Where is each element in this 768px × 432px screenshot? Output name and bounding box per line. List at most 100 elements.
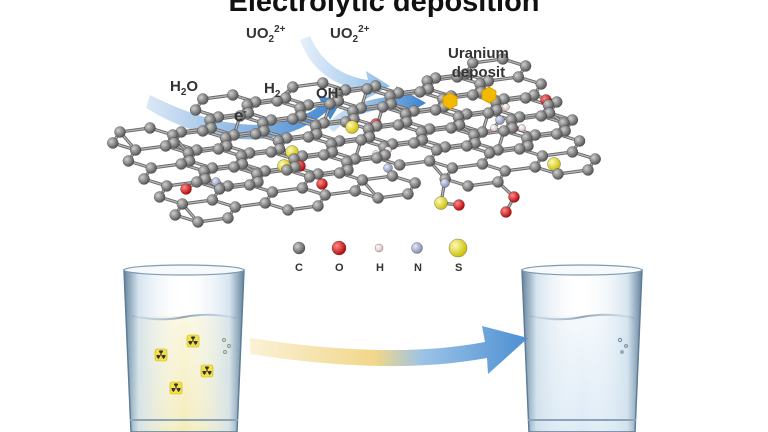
atom-c — [482, 107, 495, 119]
legend-ball-c — [292, 241, 306, 255]
atom-c — [197, 125, 209, 137]
atom-c — [573, 135, 586, 147]
diagram-title: Electrolytic deposition — [228, 0, 540, 18]
electron-arrow — [146, 95, 342, 140]
atom-c — [431, 144, 443, 156]
atom-c — [317, 77, 329, 89]
atom-o — [180, 183, 192, 195]
atom-c — [446, 162, 459, 174]
atom-c — [265, 146, 277, 158]
atom-c — [227, 89, 239, 101]
atom-c — [213, 183, 226, 195]
atom-c — [271, 95, 283, 107]
atom-c — [536, 150, 549, 162]
atom-c — [281, 164, 293, 176]
atom-legend — [292, 238, 468, 258]
atom-h — [518, 124, 526, 132]
radiation-badges — [154, 334, 231, 395]
contaminated-water-glass — [123, 264, 245, 432]
radiation-trefoil-icon — [186, 334, 200, 348]
atom-c — [287, 81, 299, 93]
atom-c — [371, 152, 383, 164]
treatment-arrow — [250, 326, 528, 374]
atom-c — [318, 149, 330, 161]
atom-c — [409, 177, 421, 189]
atom-c — [476, 158, 489, 170]
legend-ball-o — [331, 240, 347, 256]
atom-c — [161, 180, 173, 192]
legend-label-n: N — [414, 262, 422, 274]
atom-c — [319, 189, 331, 201]
atom-o — [500, 206, 512, 218]
atom-c — [296, 182, 309, 194]
atom-c — [206, 194, 219, 206]
atom-c — [302, 131, 315, 143]
atom-c — [513, 143, 526, 155]
atom-c — [229, 201, 241, 213]
radiation-trefoil-icon — [169, 381, 183, 395]
carbon-framework — [107, 53, 601, 228]
atom-o — [453, 199, 465, 211]
legend-ball-n — [411, 242, 423, 254]
clean-water-glass — [521, 264, 643, 432]
radiation-trefoil-icon — [200, 364, 214, 378]
atom-c — [492, 176, 504, 188]
atom-c — [552, 168, 564, 180]
atom-c — [282, 204, 294, 216]
atom-c — [176, 198, 189, 210]
atom-c — [535, 78, 547, 90]
atom-c — [259, 197, 271, 209]
hexagon-icon — [442, 92, 458, 110]
atom-c — [392, 119, 405, 131]
atom-c — [497, 53, 509, 65]
atom-c — [512, 71, 525, 83]
atom-c — [138, 173, 150, 185]
atom-c — [212, 143, 225, 155]
atom-c — [408, 137, 420, 149]
atom-c — [324, 98, 336, 110]
atom-h — [490, 124, 498, 132]
atom-h — [502, 103, 510, 111]
atom-c — [191, 176, 203, 188]
atom-c — [582, 164, 594, 176]
electron-label: e- — [234, 106, 247, 125]
atom-c — [535, 110, 547, 122]
atom-o — [508, 191, 520, 203]
atom-c — [159, 140, 172, 152]
uranium-deposit-hexagons — [442, 86, 497, 110]
atom-c — [189, 104, 202, 116]
atom-c — [445, 122, 457, 134]
atom-c — [222, 212, 234, 224]
atom-c — [498, 125, 510, 137]
bubble — [222, 338, 226, 342]
atom-c — [192, 216, 204, 228]
atom-c — [197, 93, 209, 105]
atom-c — [566, 146, 579, 158]
atom-c — [107, 137, 119, 149]
atom-c — [589, 153, 601, 165]
atom-c — [361, 83, 373, 95]
atom-c — [243, 179, 256, 191]
radiation-trefoil-icon — [154, 348, 168, 362]
atom-c — [122, 155, 135, 167]
atom-c — [333, 167, 346, 179]
hexagon-icon — [481, 86, 497, 104]
atom-c — [393, 159, 406, 171]
atom-c — [114, 126, 126, 138]
atom-c — [519, 60, 532, 72]
atom-c — [287, 113, 299, 125]
uranyl-arrow — [300, 36, 390, 99]
atom-c — [519, 92, 532, 104]
atom-c — [266, 186, 279, 198]
atom-c — [129, 144, 142, 156]
atom-c — [372, 192, 384, 204]
atom-c — [402, 188, 414, 200]
hydroxide-label: OH- — [316, 84, 342, 102]
atom-c — [175, 158, 187, 170]
atom-c — [349, 185, 361, 197]
atom-c — [451, 71, 463, 83]
atom-c — [461, 140, 473, 152]
atom-o — [316, 178, 328, 190]
